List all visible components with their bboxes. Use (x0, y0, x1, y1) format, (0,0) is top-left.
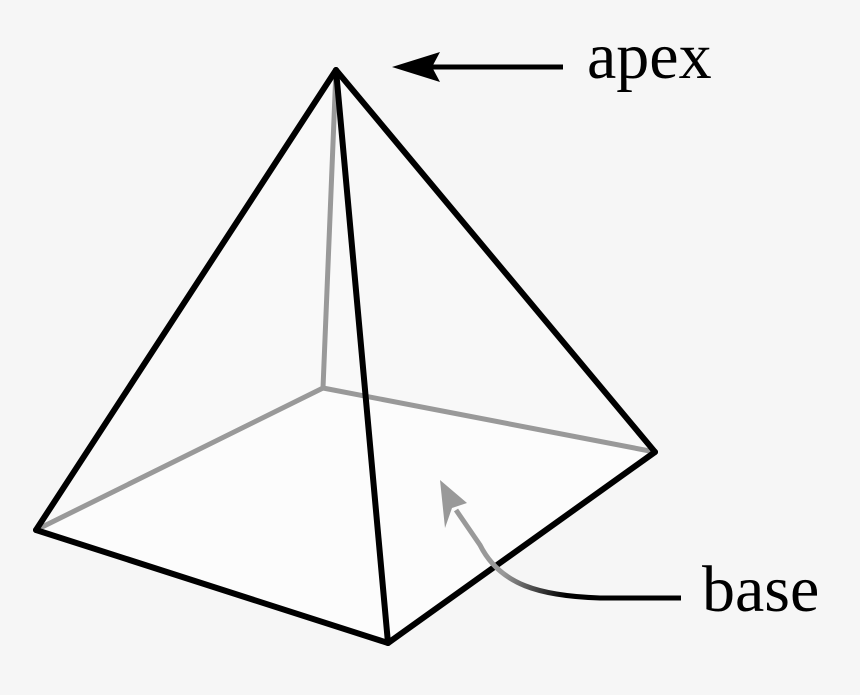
edge-apex-front (333, 67, 391, 646)
base-arrow (440, 480, 681, 601)
apex-arrow-head (392, 52, 440, 82)
base-arrow-shaft (453, 508, 681, 601)
front-right-face (336, 70, 655, 643)
hidden-edge-back-left (33, 385, 326, 533)
hidden-edge-back-right (320, 385, 658, 455)
edge-apex-left (33, 67, 339, 533)
hidden-edges (33, 67, 658, 533)
edge-left-front (33, 527, 391, 646)
apex-label: apex (587, 20, 712, 93)
base-arrow-head (440, 480, 467, 528)
visible-edges (33, 67, 658, 646)
base-label: base (702, 553, 819, 626)
apex-arrow (392, 52, 563, 82)
edge-apex-right (333, 67, 658, 455)
edge-front-right (385, 449, 658, 646)
hidden-edge-apex-back (320, 67, 339, 391)
front-left-face (36, 70, 388, 643)
